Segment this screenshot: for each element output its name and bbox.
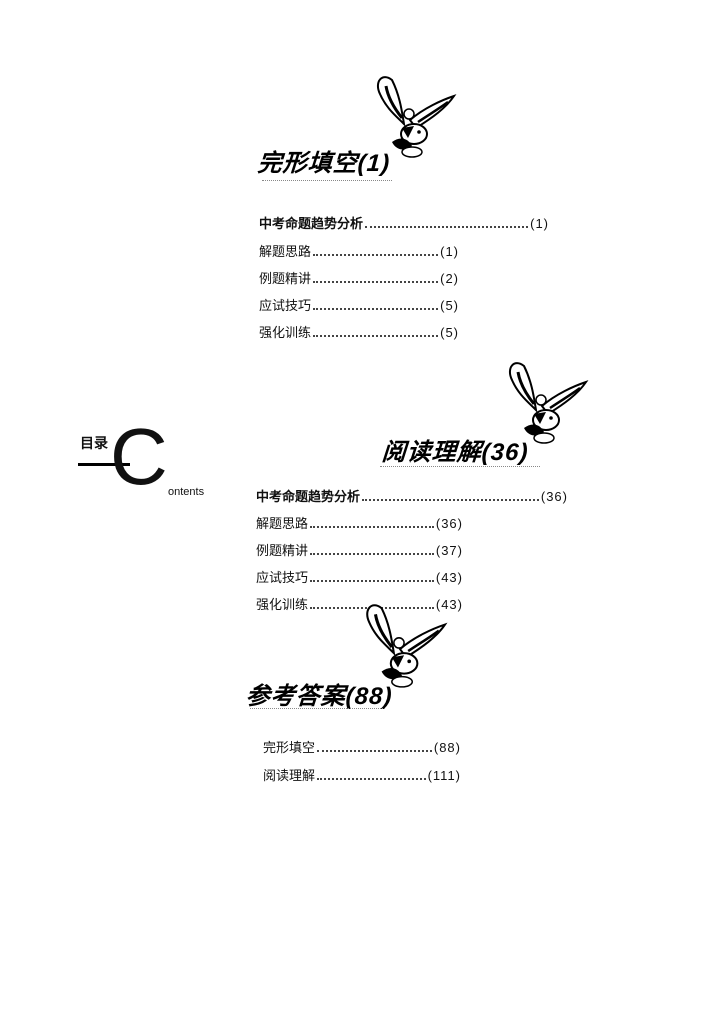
- entry-label: 中考命题趋势分析: [256, 489, 361, 504]
- title-underline: [262, 180, 392, 182]
- entry-label: 中考命题趋势分析: [259, 216, 364, 231]
- entry-page: (1): [530, 216, 549, 231]
- entry-label: 应试技巧: [259, 298, 312, 313]
- logo-contents-text: ontents: [168, 486, 205, 498]
- dot-leader: [313, 308, 439, 310]
- dot-leader: [310, 553, 434, 555]
- dot-leader: [362, 499, 539, 501]
- toc-entry[interactable]: 强化训练 (5): [259, 322, 459, 340]
- dot-leader: [317, 750, 432, 752]
- entry-label: 解题思路: [259, 244, 312, 259]
- entry-page: (36): [435, 516, 463, 531]
- entry-page: (5): [440, 298, 459, 313]
- section-title-cloze: 完形填空(1): [256, 150, 392, 177]
- toc-entry[interactable]: 完形填空 (88): [263, 737, 461, 755]
- toc-entry[interactable]: 应试技巧 (5): [259, 295, 459, 313]
- entry-page: (43): [435, 597, 463, 612]
- dot-leader: [313, 335, 439, 337]
- logo-horizontal-line: [78, 463, 130, 466]
- entry-label: 强化训练: [256, 597, 309, 612]
- toc-entry[interactable]: 中考命题趋势分析 (36): [256, 486, 568, 504]
- contents-logo: 目录 C ontents: [76, 417, 226, 505]
- dot-leader: [313, 254, 439, 256]
- entry-page: (111): [427, 768, 461, 783]
- dot-leader: [365, 226, 529, 228]
- toc-entry[interactable]: 解题思路 (1): [259, 241, 459, 259]
- logo-big-c: C: [110, 412, 168, 501]
- dot-leader: [313, 281, 439, 283]
- section-title-reading: 阅读理解(36): [380, 439, 530, 466]
- toc-entry[interactable]: 例题精讲 (2): [259, 268, 459, 286]
- section-title-answers: 参考答案(88): [244, 683, 394, 710]
- toc-entry[interactable]: 应试技巧 (43): [256, 567, 463, 585]
- entry-label: 例题精讲: [256, 543, 309, 558]
- entry-page: (1): [440, 244, 459, 259]
- entry-page: (2): [440, 271, 459, 286]
- dot-leader: [317, 778, 426, 780]
- entry-page: (5): [440, 325, 459, 340]
- mulu-label: 目录: [80, 435, 108, 451]
- dot-leader: [310, 580, 434, 582]
- entry-label: 完形填空: [263, 740, 316, 755]
- entry-label: 例题精讲: [259, 271, 312, 286]
- entry-page: (36): [540, 489, 568, 504]
- toc-entry[interactable]: 阅读理解 (111): [263, 765, 461, 783]
- toc-entry[interactable]: 中考命题趋势分析 (1): [259, 213, 549, 231]
- entry-label: 强化训练: [259, 325, 312, 340]
- entry-page: (88): [433, 740, 461, 755]
- entry-page: (37): [435, 543, 463, 558]
- dot-leader: [310, 526, 434, 528]
- entry-page: (43): [435, 570, 463, 585]
- entry-label: 阅读理解: [263, 768, 316, 783]
- toc-entry[interactable]: 例题精讲 (37): [256, 540, 463, 558]
- toc-entry[interactable]: 解题思路 (36): [256, 513, 463, 531]
- entry-label: 解题思路: [256, 516, 309, 531]
- entry-label: 应试技巧: [256, 570, 309, 585]
- title-underline: [380, 466, 540, 468]
- title-underline: [250, 708, 385, 710]
